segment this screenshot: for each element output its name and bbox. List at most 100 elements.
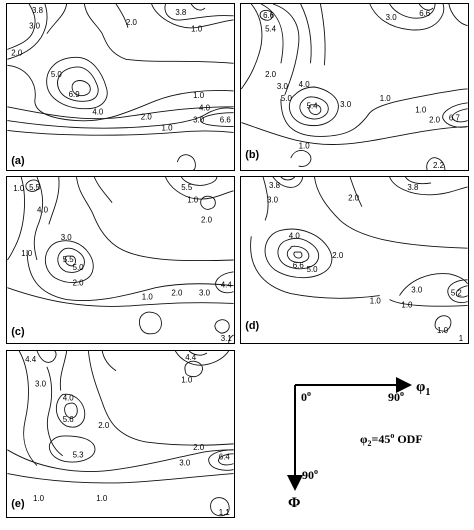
contour-value-label: 3.0	[411, 286, 423, 295]
contour-line	[151, 3, 234, 29]
contour-line	[418, 3, 434, 11]
contour-line	[250, 236, 380, 299]
contour-line	[286, 245, 310, 263]
contour-value-label: 2.0	[98, 421, 110, 430]
contour-map-d: 3.8 3.0 2.0 3.8 4.0 6.6 5.0 2.0 1.0 3.0 …	[245, 176, 468, 343]
contour-line	[93, 176, 113, 203]
contour-line	[7, 3, 36, 50]
contour-line	[7, 106, 234, 120]
contour-line	[44, 240, 94, 283]
contour-line	[228, 334, 234, 344]
contour-line	[56, 393, 86, 428]
contour-line	[115, 3, 129, 28]
contour-line	[299, 96, 329, 120]
contour-value-label: 3.0	[61, 233, 73, 242]
contour-value-label: 6.9	[69, 90, 81, 99]
contour-value-label: 2.0	[141, 113, 153, 122]
contour-line	[389, 299, 468, 307]
origin-label: 0o	[301, 389, 311, 404]
contour-value-label: 6.6	[263, 11, 275, 20]
contour-line	[164, 3, 234, 21]
contour-line	[447, 279, 468, 304]
contour-value-label: 1.0	[370, 296, 382, 305]
contour-value-label: 5.5	[29, 183, 41, 192]
contour-value-label: 3.0	[199, 289, 211, 298]
contour-value-label: 3.0	[267, 196, 279, 205]
contour-value-label: 2.0	[201, 215, 213, 224]
contour-value-label: 3.8	[32, 6, 44, 15]
contour-value-label: 1.0	[191, 25, 203, 34]
contour-value-label: 2.0	[332, 251, 344, 260]
contour-line	[7, 287, 234, 307]
contour-line	[349, 176, 363, 207]
y-axis-symbol: Φ	[288, 495, 300, 511]
contour-line	[200, 195, 216, 210]
contour-value-label: 6.7	[449, 114, 460, 123]
contour-line	[180, 176, 218, 186]
contour-value-label: 4.0	[299, 80, 311, 89]
contour-line	[272, 176, 304, 188]
contour-value-label: 2.0	[11, 48, 23, 57]
contour-line	[290, 150, 312, 167]
contour-value-label: 5.0	[73, 263, 85, 272]
contour-value-label: 4.4	[25, 355, 37, 364]
contour-value-label: 1.0	[21, 249, 33, 258]
contour-line	[434, 315, 452, 332]
odf-panel-c: 1.0 5.5 5.5 4.0 1.0 2.0 3.0 1.0 5.5 5.0 …	[6, 176, 235, 344]
contour-line	[426, 157, 446, 171]
contour-line	[48, 435, 96, 463]
contour-value-label: 3.0	[29, 22, 41, 31]
contour-value-label: 1.0	[96, 494, 108, 503]
contour-value-label: 4.0	[63, 393, 75, 402]
contour-map-a: 3.8 3.0 2.0 3.8 1.0 2.0 5.0 6.9 4.0 1.0 …	[7, 3, 234, 171]
contour-value-label: 1.0	[380, 94, 392, 103]
contour-line	[264, 228, 333, 279]
contour-value-label: 5.5	[181, 183, 193, 192]
contour-line	[46, 56, 108, 110]
contour-line	[190, 3, 206, 11]
contour-line	[260, 3, 284, 64]
odf-section-caption: φ2=45o ODF	[360, 431, 423, 448]
contour-value-label: 2.0	[73, 279, 85, 288]
contour-value-label: 1.0	[33, 494, 45, 503]
contour-line	[7, 130, 234, 136]
contour-value-label: 4.0	[289, 231, 301, 240]
contour-value-label: 5.0	[281, 94, 293, 103]
contour-line	[389, 176, 468, 196]
contour-line	[26, 250, 234, 302]
contour-value-label: 2.2	[433, 161, 444, 170]
contour-line	[7, 107, 234, 129]
contour-line	[308, 104, 322, 116]
contour-line	[36, 350, 57, 363]
contour-value-label: 4.0	[37, 206, 49, 215]
contour-line	[184, 360, 203, 378]
contour-line	[280, 88, 468, 137]
contour-value-label: 2.0	[126, 18, 138, 27]
contour-line	[76, 176, 234, 262]
x-axis-symbol: φ1	[416, 379, 430, 398]
contour-value-label: 1.0	[401, 300, 413, 309]
contour-line	[314, 176, 468, 249]
contour-value-label: 1.0	[142, 293, 154, 302]
contour-line	[442, 102, 468, 128]
contour-value-label: 2.0	[265, 70, 277, 79]
contour-line	[139, 311, 162, 335]
contour-value-label: 4.4	[221, 281, 233, 290]
odf-panel-b: 6.6 5.4 3.0 6.6 2.0 3.0 4.0 5.0 5.4 1.0 …	[240, 3, 469, 171]
contour-line	[452, 108, 468, 123]
contour-line	[7, 3, 48, 60]
contour-line	[57, 247, 85, 273]
contour-line	[293, 251, 303, 259]
contour-value-label: 5.4	[265, 25, 277, 34]
contour-line	[389, 3, 436, 19]
contour-line	[7, 473, 234, 484]
contour-value-label: 4.0	[199, 104, 211, 113]
contour-line	[7, 176, 25, 261]
contour-line	[405, 176, 432, 185]
contour-value-label: 5.5	[63, 255, 75, 264]
contour-value-label: 5.6	[63, 415, 75, 424]
contour-line	[64, 402, 78, 419]
contour-value-label: 3.0	[35, 380, 47, 389]
contour-value-label: 1.0	[187, 196, 199, 205]
contour-value-label: 1.0	[162, 123, 174, 132]
